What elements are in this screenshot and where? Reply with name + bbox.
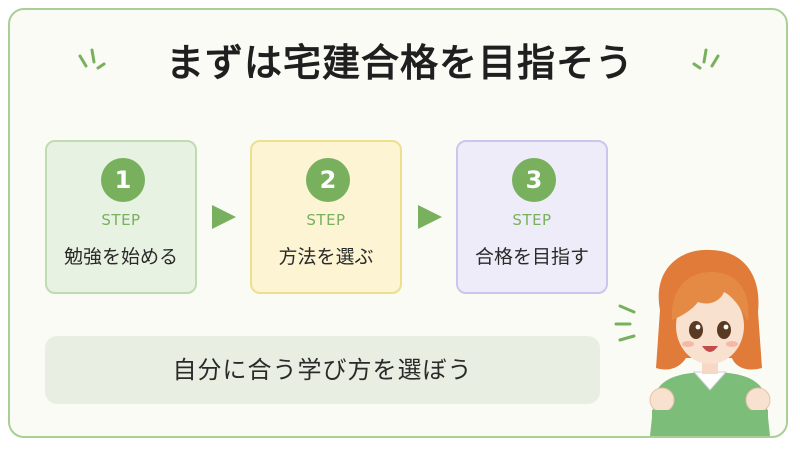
step-text: 方法を選ぶ [278,246,374,268]
step-card-1: 1 STEP 勉強を始める [45,140,197,294]
sparkle-left-icon [78,48,106,70]
step-number-badge: 3 [512,158,556,202]
step-text: 勉強を始める [63,246,178,268]
page-title: まずは宅建合格を目指そう [165,41,634,85]
arrow-right-icon [418,205,442,229]
step-label: STEP [512,211,552,229]
step-card-3: 3 STEP 合格を目指す [456,140,608,294]
step-label: STEP [101,211,141,229]
step-card-2: 2 STEP 方法を選ぶ [250,140,402,294]
message-banner: 自分に合う学び方を選ぼう [45,336,600,404]
sparkle-right-icon [692,48,720,70]
arrow-right-icon [212,205,236,229]
step-number-badge: 1 [101,158,145,202]
cheering-girl-illustration [614,249,771,436]
step-number-badge: 2 [306,158,350,202]
step-text: 合格を目指す [474,246,589,268]
step-label: STEP [306,211,346,229]
